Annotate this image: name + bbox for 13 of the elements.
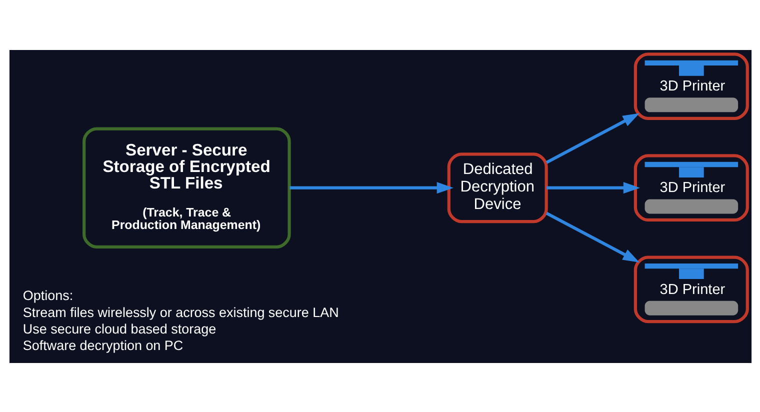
label: Software decryption on PC — [22, 337, 183, 352]
label: Stream files wirelessly or across existing secure LAN — [22, 304, 338, 320]
arrow — [545, 211, 639, 262]
node-box: 3D Printer — [633, 154, 748, 222]
node-box: Server - Secure Storage of Encrypted STL Files (Track, Trace & Production Management) — [82, 126, 290, 248]
label: Use secure cloud based storage — [22, 320, 216, 336]
node-box: 3D Printer — [633, 255, 748, 323]
arrow — [546, 182, 640, 194]
node-box: 3D Printer — [633, 52, 748, 120]
arrow — [545, 112, 639, 164]
arrow — [289, 182, 453, 194]
label: Options: — [22, 288, 73, 303]
node-box: Dedicated Decryption Device — [446, 152, 548, 223]
